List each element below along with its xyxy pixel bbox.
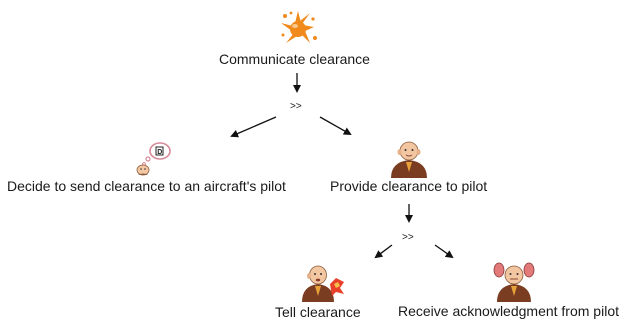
- receive-ack-label: Receive acknowledgment from pilot: [398, 303, 619, 319]
- edge-operator-to-right-child: [319, 116, 352, 135]
- edge-operator-to-tell-clearance: [374, 244, 393, 259]
- svg-text:D: D: [157, 149, 162, 156]
- user-icon: [391, 141, 427, 178]
- edge-operator-to-left-child: [230, 116, 277, 138]
- edge-operator-to-receive-ack: [434, 244, 454, 259]
- right-child-operator: >>: [402, 232, 414, 243]
- left-child-label: Decide to send clearance to an aircraft'…: [7, 178, 286, 194]
- tell-clearance-label: Tell clearance: [275, 304, 361, 320]
- right-child-label: Provide clearance to pilot: [330, 178, 488, 194]
- splat-icon: [281, 11, 317, 43]
- root-task-label: Communicate clearance: [219, 51, 370, 67]
- user-speaking-icon: [302, 265, 344, 302]
- thinking-user-icon: D: [136, 142, 171, 176]
- user-listening-icon: [493, 262, 535, 302]
- root-operator: >>: [290, 101, 302, 112]
